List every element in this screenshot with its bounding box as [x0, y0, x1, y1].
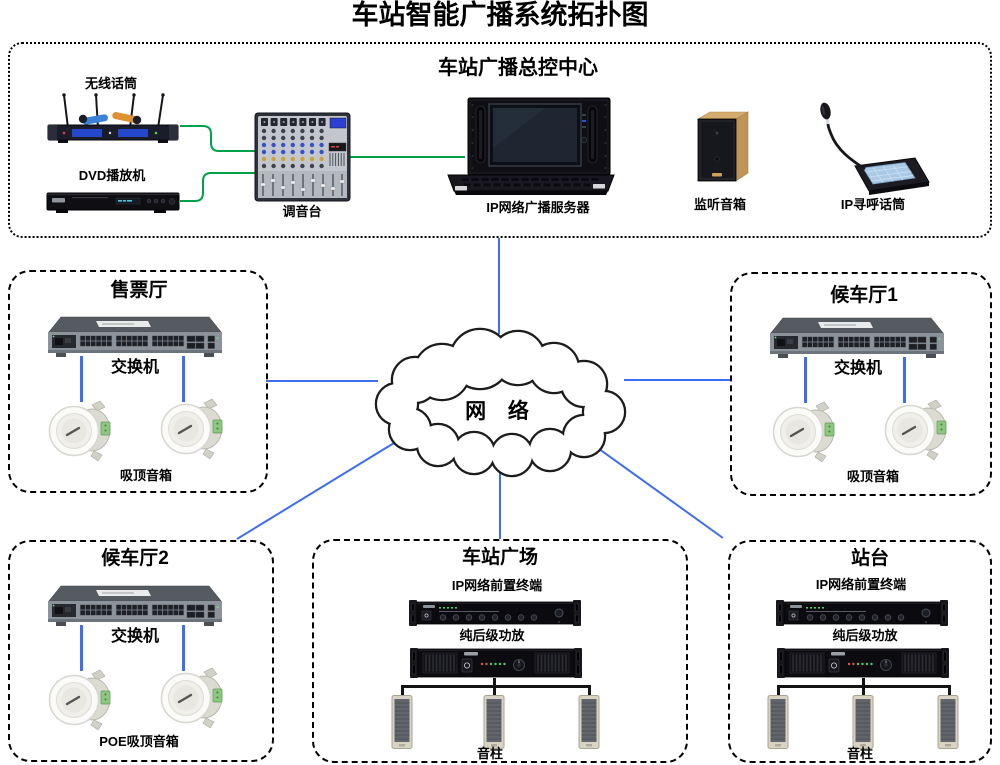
switch-speaker-line	[182, 625, 185, 671]
link-cloud-to-platform	[587, 440, 724, 539]
mixer-label: 调音台	[282, 204, 322, 219]
switch-image	[46, 585, 224, 629]
dvd-player-image	[46, 192, 180, 213]
wireless-mic-image	[47, 93, 179, 143]
monitor-speaker-label: 监听音箱	[693, 197, 746, 212]
switch-speaker-line	[80, 356, 83, 402]
amplifier-image	[777, 645, 949, 681]
amp-label: 纯后级功放	[459, 628, 525, 643]
ceiling-speaker-image	[48, 400, 112, 462]
amp-label: 纯后级功放	[832, 628, 898, 643]
server-label: IP网络广播服务器	[486, 200, 590, 215]
ceiling-speakers-label: 吸顶音箱	[119, 468, 172, 483]
switch-image	[46, 316, 224, 360]
zone-platform-title: 站台	[850, 548, 889, 569]
ip-terminal-image	[409, 596, 581, 630]
ip-terminal-image	[776, 596, 948, 630]
ceiling-speaker-image	[48, 669, 112, 731]
control-center-title: 车站广播总控中心	[438, 57, 598, 79]
network-links-blue	[236, 238, 730, 540]
column-speaker-image	[852, 695, 874, 749]
zone-ticket-hall-title: 售票厅	[110, 280, 168, 301]
column-speaker-image	[767, 695, 789, 749]
speaker-drop-line	[493, 685, 496, 696]
switch-label: 交换机	[110, 628, 159, 645]
column-speaker-image	[483, 695, 505, 749]
terminal-label: IP网络前置终端	[451, 578, 543, 593]
speaker-drop-line	[777, 685, 780, 696]
terminal-label: IP网络前置终端	[815, 577, 907, 592]
switch-speaker-line	[182, 356, 185, 402]
switch-label: 交换机	[833, 360, 882, 377]
switch-speaker-line	[804, 357, 807, 403]
column-speaker-image	[578, 695, 600, 749]
paging-mic-label: IP寻呼话筒	[840, 197, 906, 212]
ceiling-speaker-image	[160, 667, 224, 729]
zone-waiting-hall-1-box	[730, 272, 992, 496]
monitor-speaker-image	[696, 111, 750, 182]
column-speakers-label: 音柱	[846, 746, 873, 761]
server-image	[447, 97, 615, 195]
zone-plaza-box	[312, 539, 688, 763]
link-cloud-to-waiting-hall-2	[236, 442, 395, 540]
column-speaker-image	[937, 695, 959, 749]
amplifier-image	[410, 645, 582, 681]
page-title: 车站智能广播系统拓扑图	[351, 0, 649, 30]
zone-plaza-title: 车站广场	[461, 547, 538, 568]
ceiling-speakers-label: 吸顶音箱	[846, 469, 899, 484]
control-center-box	[8, 42, 992, 238]
ceiling-speaker-image	[884, 399, 948, 461]
zone-platform-box	[728, 540, 992, 763]
switch-image	[768, 317, 946, 361]
ceiling-speaker-image	[772, 401, 836, 463]
wireless-mic-label: 无线话筒	[84, 76, 137, 91]
ceiling-speaker-image	[160, 398, 224, 460]
dvd-player-label: DVD播放机	[78, 168, 146, 183]
zone-ticket-hall-box	[8, 270, 268, 493]
zone-waiting-hall-1-title: 候车厅1	[830, 285, 898, 306]
column-speaker-image	[391, 695, 413, 749]
speaker-bus-line	[401, 685, 591, 688]
speaker-drop-line	[948, 685, 951, 696]
switch-label: 交换机	[110, 359, 159, 376]
zone-waiting-hall-2-box	[8, 540, 274, 762]
audio-links-green	[180, 125, 465, 202]
speaker-drop-line	[588, 685, 591, 696]
ceiling-speakers-label: POE吸顶音箱	[99, 734, 179, 749]
network-cloud: 网 络	[374, 327, 627, 478]
mixer-image	[254, 112, 351, 202]
column-speakers-label: 音柱	[476, 746, 503, 761]
switch-speaker-line	[80, 625, 83, 671]
link-dvd-to-mixer	[180, 172, 255, 202]
amp-feed-line	[862, 678, 865, 687]
switch-speaker-line	[903, 357, 906, 403]
link-mic-to-mixer	[180, 125, 255, 152]
speaker-drop-line	[862, 685, 865, 696]
cloud-label: 网 络	[465, 399, 537, 423]
paging-mic-image	[820, 102, 930, 195]
speaker-drop-line	[401, 685, 404, 696]
amp-feed-line	[493, 678, 496, 687]
zone-waiting-hall-2-title: 候车厅2	[101, 548, 169, 569]
